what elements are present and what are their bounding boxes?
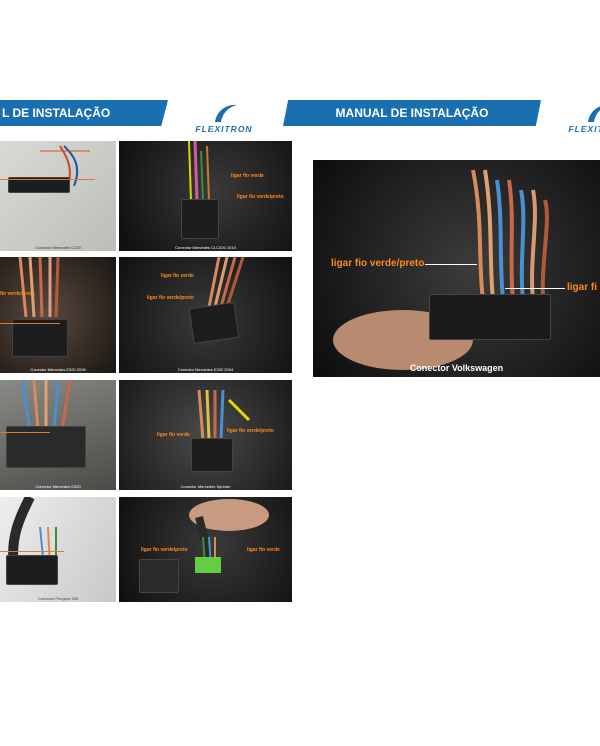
wire-label-green-black: fio verde/preto [0,291,35,297]
connector-block [181,199,219,239]
wires-graphic [40,145,90,187]
photo-caption: Conector Mercedes E320 [35,484,81,489]
photo-peugeot-308: Conector Peugeot 308 [0,497,116,602]
brand-name-right: FLEXITRON [568,124,600,134]
connector-block [6,426,86,468]
photo-caption: Conector Mercedes C220 [35,245,81,250]
wire-label-green: ligar fio verde [161,273,194,279]
connector-block [188,301,240,345]
flexitron-logo: FLEXITRON [193,102,255,134]
wire-label-green-black: ligar fio verde/preto [227,428,274,434]
photo-caption: Conector Peugeot 308 [37,596,79,601]
connector-block [429,294,551,340]
wires-graphic [8,497,57,568]
wires-graphic [20,380,72,431]
pointer-line [425,264,477,265]
photo-volkswagen: ligar fio verde/preto ligar fi Conector … [313,160,600,377]
wire-label-green: ligar fi [567,282,598,293]
wires-graphic [207,257,245,308]
photo-mercedes-sprinter: ligar fio verde ligar fio verde/preto Co… [119,380,292,490]
brand-name: FLEXITRON [195,124,253,134]
wire-label-green: ligar fio verde [231,173,264,179]
photo-mercedes-clc200: ligar fio verde ligar fio verde/preto Co… [119,141,292,251]
connector-block [191,438,233,472]
connector-block [6,555,58,585]
photo-connector-hand: ligar fio verde/preto ligar fio verde [119,497,292,602]
photo-caption: Conector Mercedes CLC200 2010 [175,245,236,250]
wires-graphic [189,499,269,573]
header-banner-right: MANUAL DE INSTALAÇÃO [283,100,541,126]
photo-caption: Conector Mercedes E320 2006 [30,367,86,372]
wire-label-green: ligar fio verde [247,547,280,553]
connector-block [12,319,68,357]
wires-graphic [18,257,60,318]
logo-swoosh-icon [215,104,237,122]
pointer-line [0,432,50,433]
flexitron-logo-right: FLEXITRON [566,102,600,134]
wire-label-green-black: ligar fio verde/preto [147,295,194,301]
wire-label-green-black: ligar fio verde/preto [331,258,425,269]
pointer-line [0,323,60,324]
wires-graphic [188,141,210,202]
wire-label-green-black: ligar fio verde/preto [237,194,284,200]
connector-block [8,177,70,193]
header-banner-left: L DE INSTALAÇÃO [0,100,168,126]
wires-graphic [197,389,251,441]
photo-mercedes-e320: Conector Mercedes E320 [0,380,116,490]
photo-mercedes-c220: Conector Mercedes C220 [0,141,116,251]
photo-caption: Conector Mercedes E320 2004 [177,367,234,372]
connector-block [139,559,179,593]
pointer-line [0,551,64,552]
wire-label-green: ligar fio verde [157,432,190,438]
photo-mercedes-e320-2004: ligar fio verde ligar fio verde/preto Co… [119,257,292,373]
pointer-line [0,179,95,180]
header-title-right: MANUAL DE INSTALAÇÃO [335,106,489,120]
header-title-left: L DE INSTALAÇÃO [2,106,111,120]
photo-caption: Conector Volkswagen [409,363,504,373]
photo-caption: Conector Mercedes Sprinter [180,484,231,489]
logo-swoosh-icon [588,106,600,122]
photo-mercedes-e320-2006: fio verde/preto Conector Mercedes E320 2… [0,257,116,373]
wire-label-green-black: ligar fio verde/preto [141,547,188,553]
pointer-line [505,288,565,289]
